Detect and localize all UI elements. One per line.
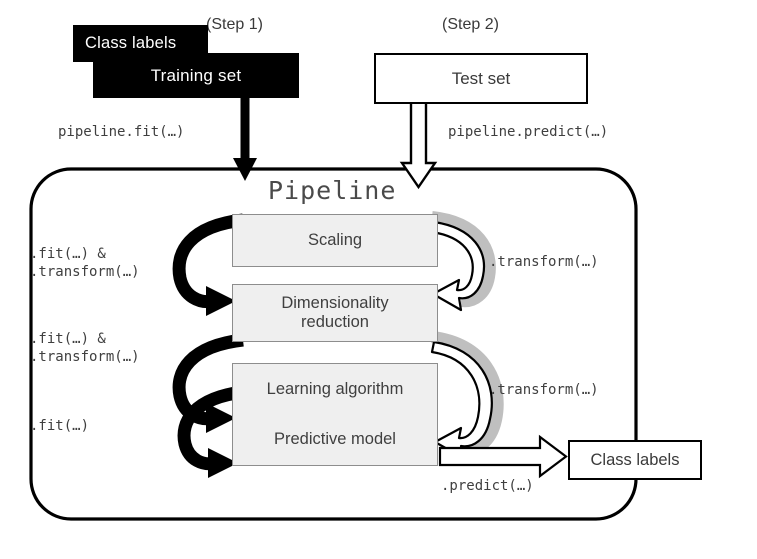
stage-label-learning-algorithm: Learning algorithm	[266, 379, 404, 398]
stage-label-dimensionality-reduction-line1: Dimensionality	[281, 293, 389, 312]
stage-label-scaling: Scaling	[307, 230, 363, 249]
left-call-2-line2: .transform(…)	[30, 349, 140, 366]
input-test-set-label: Test set	[451, 68, 511, 88]
input-training-set-label: Training set	[150, 65, 242, 85]
output-class-labels-label: Class labels	[590, 450, 680, 469]
right-call-1: .transform(…)	[489, 254, 599, 270]
pipeline-container	[29, 167, 638, 521]
stage-label-predictive-model: Predictive model	[274, 429, 396, 448]
fit-entry-arrow	[233, 98, 257, 181]
left-call-2: .fit(…) & .transform(…)	[30, 330, 140, 367]
left-call-1-line2: .transform(…)	[30, 264, 140, 281]
left-call-3-line1: .fit(…)	[30, 418, 90, 434]
fit-arrow-scaling-to-dimred	[172, 213, 244, 316]
stage-label-dimensionality-reduction-line2: reduction	[301, 313, 369, 331]
output-class-labels-box: Class labels	[568, 440, 702, 480]
transform-arrow-shadow-1	[431, 211, 496, 308]
stage-box-dimensionality-reduction: Dimensionality reduction	[232, 284, 438, 342]
stage-box-predictive-model: Predictive model	[232, 414, 438, 466]
pipeline-predict-call-label: pipeline.predict(…)	[448, 124, 609, 140]
fit-arrow-learning-to-predictive	[177, 385, 244, 478]
input-training-set-box: Training set	[93, 53, 299, 98]
stage-box-learning-algorithm: Learning algorithm	[232, 363, 438, 416]
stage-box-scaling: Scaling	[232, 214, 438, 267]
fit-arrow-dimred-to-learning	[172, 333, 244, 433]
step-2-caption: (Step 2)	[442, 16, 499, 33]
pipeline-title: Pipeline	[268, 176, 397, 205]
left-call-1-line1: .fit(…) &	[30, 246, 106, 262]
left-call-1: .fit(…) & .transform(…)	[30, 245, 140, 282]
left-call-3: .fit(…)	[30, 417, 89, 435]
pipeline-fit-call-label: pipeline.fit(…)	[58, 124, 185, 140]
input-test-set-box: Test set	[374, 53, 588, 104]
output-predict-call-label: .predict(…)	[441, 478, 534, 494]
predict-output-arrow	[438, 434, 568, 479]
predict-entry-arrow	[399, 98, 438, 190]
input-class-labels-label: Class labels	[85, 34, 177, 52]
left-call-2-line1: .fit(…) &	[30, 331, 106, 347]
step-1-caption: (Step 1)	[206, 16, 263, 33]
right-call-2: .transform(…)	[489, 382, 599, 398]
